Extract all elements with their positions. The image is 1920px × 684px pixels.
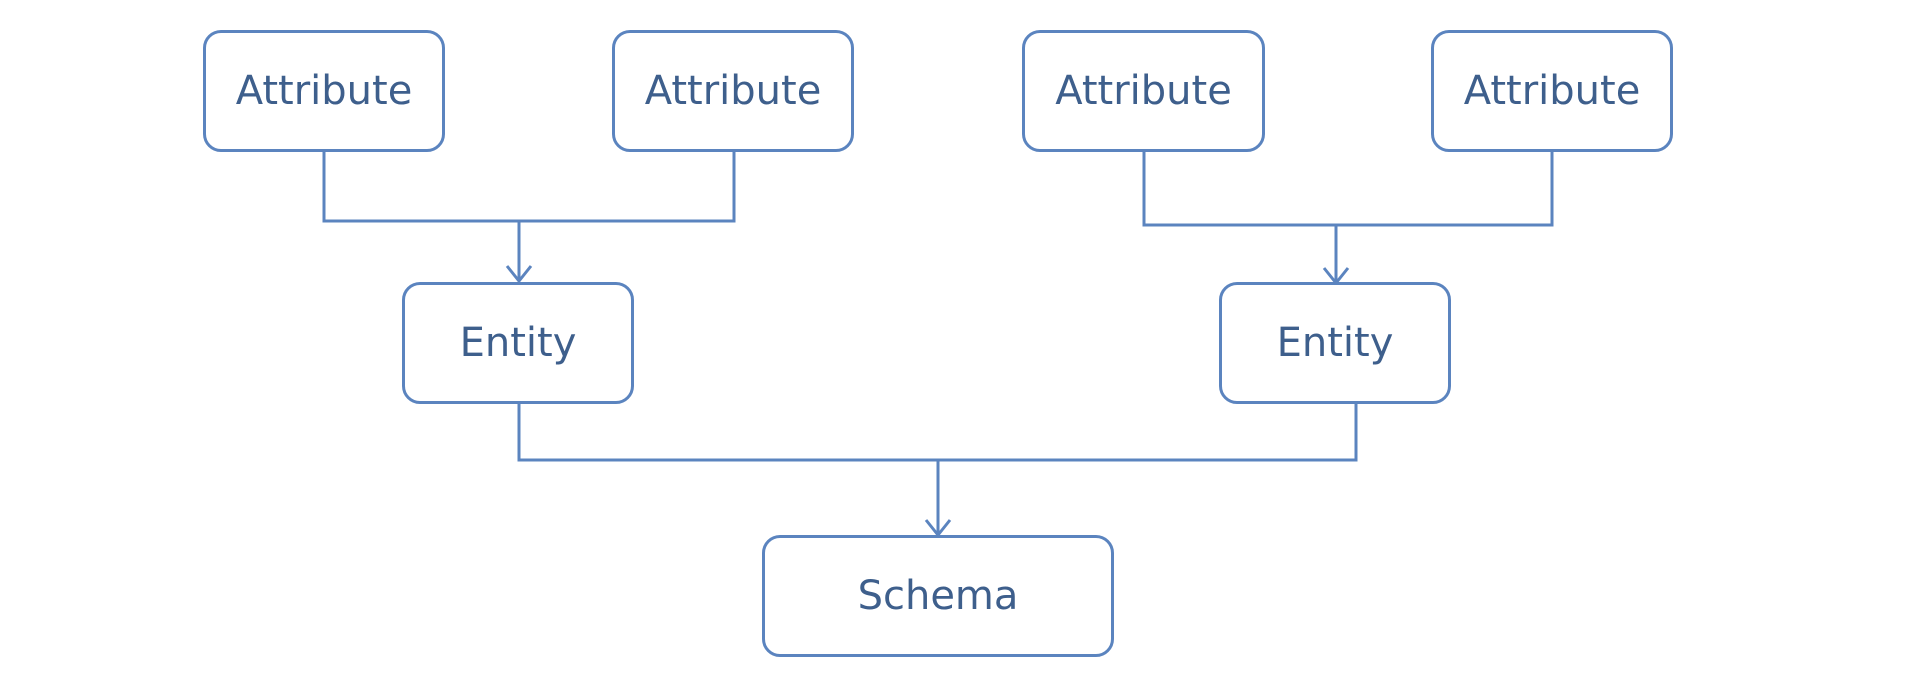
attribute-box-2: Attribute — [612, 30, 854, 152]
attribute-label: Attribute — [1055, 68, 1232, 114]
attribute-label: Attribute — [1463, 68, 1641, 114]
entity-label: Entity — [1276, 320, 1394, 366]
connector-attr1-attr2-entity1 — [322, 152, 736, 223]
attribute-label: Attribute — [644, 68, 822, 114]
schema-box: Schema — [762, 535, 1114, 657]
schema-label: Schema — [857, 573, 1019, 619]
arrow-head-entity1-icon — [505, 265, 533, 284]
attribute-box-3: Attribute — [1022, 30, 1265, 152]
entity-box-2: Entity — [1219, 282, 1451, 404]
attribute-box-1: Attribute — [203, 30, 445, 152]
connector-attr3-attr4-entity2 — [1142, 152, 1554, 227]
attribute-box-4: Attribute — [1431, 30, 1673, 152]
entity-label: Entity — [459, 320, 577, 366]
entity-box-1: Entity — [402, 282, 634, 404]
connector-entities-schema — [517, 404, 1358, 462]
attribute-label: Attribute — [235, 68, 413, 114]
